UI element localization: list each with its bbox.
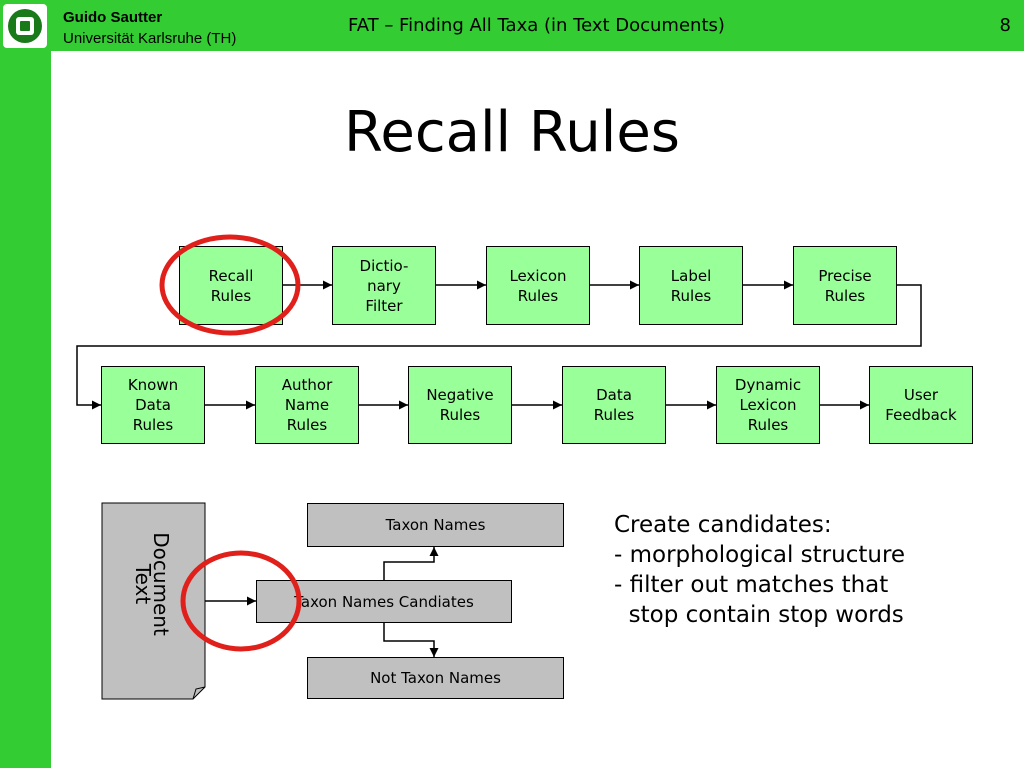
box-taxon-names: Taxon Names [307,503,564,547]
box-dictionary-filter: Dictio- nary Filter [332,246,436,325]
document-shape [101,502,206,700]
box-known-data-rules: Known Data Rules [101,366,205,444]
notes-block: Create candidates: - morphological struc… [614,510,905,630]
note-line: - morphological structure [614,542,906,568]
box-label-rules: Label Rules [639,246,743,325]
university-logo [3,4,47,48]
box-negative-rules: Negative Rules [408,366,512,444]
author-name: Guido Sautter [63,9,163,26]
box-dynamic-lexicon-rules: Dynamic Lexicon Rules [716,366,820,444]
note-line: - filter out matches that [614,572,889,598]
box-taxon-name-candidates: Taxon Names Candiates [256,580,512,623]
box-not-taxon-names: Not Taxon Names [307,657,564,699]
box-precise-rules: Precise Rules [793,246,897,325]
note-line: Create candidates: [614,512,832,538]
note-line: stop contain stop words [614,602,904,628]
box-data-rules: Data Rules [562,366,666,444]
slide-title: Recall Rules [344,100,680,165]
box-user-feedback: User Feedback [869,366,973,444]
document-fold [192,686,206,700]
box-author-name-rules: Author Name Rules [255,366,359,444]
box-lexicon-rules: Lexicon Rules [486,246,590,325]
author-affiliation: Universität Karlsruhe (TH) [63,30,237,47]
slide-header: Guido Sautter Universität Karlsruhe (TH)… [51,0,1024,51]
presentation-title: FAT – Finding All Taxa (in Text Document… [348,15,725,36]
document-text-label: Document Text [131,532,173,636]
page-number: 8 [999,15,1011,36]
box-recall-rules: Recall Rules [179,246,283,325]
left-sidebar-band [0,0,51,768]
